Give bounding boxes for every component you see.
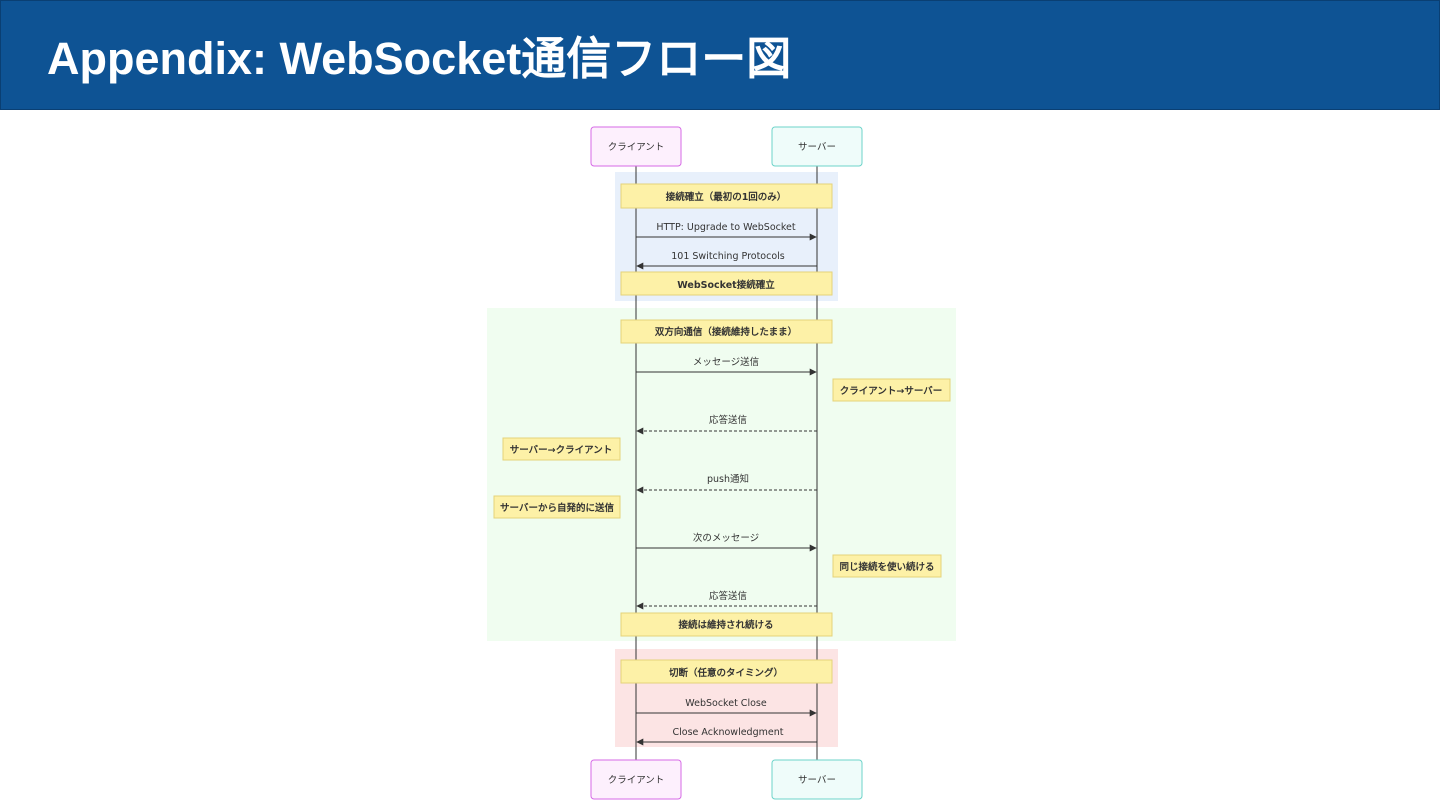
- server-participant-top: サーバー: [771, 126, 863, 167]
- server-participant-bottom: サーバー: [771, 759, 863, 800]
- bidirectional-end-label: 接続は維持され続ける: [678, 619, 773, 631]
- upgrade-message-label: HTTP: Upgrade to WebSocket: [656, 222, 796, 233]
- client-participant-label: クライアント: [608, 142, 665, 153]
- switching-message-label: 101 Switching Protocols: [671, 251, 785, 262]
- bidirectional-title: 双方向通信（接続維持したまま）: [654, 326, 797, 338]
- handshake-title: 接続確立（最初の1回のみ）: [666, 191, 787, 203]
- response-message-label-2: 応答送信: [709, 590, 747, 602]
- server-to-client-note: サーバー→クライアント: [502, 437, 621, 461]
- close-title-note: 切断（任意のタイミング）: [620, 659, 833, 684]
- push-note: サーバーから自発的に送信: [493, 495, 621, 519]
- client-participant-label: クライアント: [608, 775, 665, 786]
- push-message-label: push通知: [707, 473, 749, 485]
- ack-message-label: Close Acknowledgment: [673, 727, 784, 738]
- handshake-end-label: WebSocket接続確立: [677, 279, 775, 291]
- page-title: Appendix: WebSocket通信フロー図: [47, 33, 792, 84]
- server-to-client-label: サーバー→クライアント: [510, 444, 613, 456]
- response-message-label-1: 応答送信: [709, 414, 747, 426]
- title-bar: Appendix: WebSocket通信フロー図: [0, 0, 1440, 110]
- client-participant-bottom: クライアント: [590, 759, 682, 800]
- close-message-label: WebSocket Close: [685, 698, 767, 709]
- send-message-label: メッセージ送信: [693, 356, 759, 368]
- bidirectional-section-bg: [487, 308, 956, 641]
- client-to-server-label: クライアント→サーバー: [840, 385, 943, 397]
- close-title: 切断（任意のタイミング）: [669, 667, 783, 679]
- server-participant-label: サーバー: [798, 142, 836, 153]
- same-connection-note: 同じ接続を使い続ける: [832, 554, 942, 578]
- bidirectional-end-note: 接続は維持され続ける: [620, 612, 833, 637]
- handshake-title-note: 接続確立（最初の1回のみ）: [620, 183, 833, 209]
- client-participant-top: クライアント: [590, 126, 682, 167]
- same-connection-label: 同じ接続を使い続ける: [839, 561, 934, 573]
- next-message-label: 次のメッセージ: [693, 532, 759, 544]
- push-note-label: サーバーから自発的に送信: [500, 502, 614, 514]
- client-to-server-note: クライアント→サーバー: [832, 378, 951, 402]
- handshake-end-note: WebSocket接続確立: [620, 271, 833, 296]
- bidirectional-title-note: 双方向通信（接続維持したまま）: [620, 319, 833, 344]
- server-participant-label: サーバー: [798, 775, 836, 786]
